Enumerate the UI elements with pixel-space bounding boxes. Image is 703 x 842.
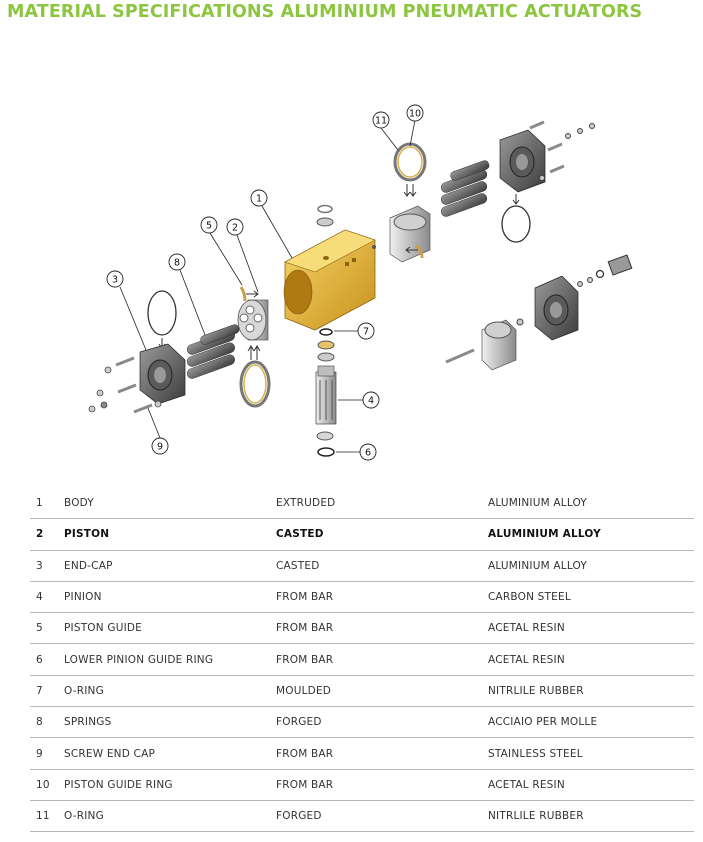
material-spec-table: 1 BODY EXTRUDED ALUMINIUM ALLOY 2 PISTON…	[30, 488, 694, 833]
process: MOULDED	[276, 684, 332, 697]
material: STAINLESS STEEL	[488, 747, 583, 760]
material: ALUMINIUM ALLOY	[488, 528, 601, 541]
part-name: PISTON GUIDE	[64, 622, 143, 635]
process: FORGED	[276, 716, 322, 729]
svg-text:11: 11	[375, 116, 387, 127]
springs-left	[186, 324, 240, 379]
table-row: 6 LOWER PINION GUIDE RING FROM BAR ACETA…	[30, 644, 694, 676]
callout-8: 8	[168, 253, 186, 271]
process: CASTED	[276, 528, 324, 541]
actuator-body	[283, 229, 376, 331]
material: ACETAL RESIN	[488, 622, 565, 635]
table-row: 5 PISTON GUIDE FROM BAR ACETAL RESIN	[30, 613, 694, 645]
part-name: END-CAP	[64, 559, 113, 572]
table-row: 9 SCREW END CAP FROM BAR STAINLESS STEEL	[30, 738, 694, 770]
callout-10: 10	[406, 104, 424, 122]
material: ALUMINIUM ALLOY	[488, 559, 587, 572]
right-piston	[389, 205, 431, 263]
process: FROM BAR	[276, 747, 334, 760]
part-name: PISTON	[64, 528, 110, 541]
part-name: PINION	[64, 591, 102, 604]
pinion	[315, 328, 337, 457]
material: CARBON STEEL	[488, 591, 571, 604]
table-row: 3 END-CAP CASTED ALUMINIUM ALLOY	[30, 551, 694, 582]
process: EXTRUDED	[276, 497, 336, 510]
row-number: 9	[36, 747, 43, 760]
material: ACCIAIO PER MOLLE	[488, 716, 598, 729]
svg-text:7: 7	[363, 327, 369, 338]
table-row: 10 PISTON GUIDE RING FROM BAR ACETAL RES…	[30, 770, 694, 801]
callout-9: 9	[151, 437, 169, 455]
callout-6: 6	[359, 443, 377, 461]
material: NITRLILE RUBBER	[488, 810, 584, 823]
material: ALUMINIUM ALLOY	[488, 497, 587, 510]
end-cap-left	[139, 343, 186, 405]
piston-guide-ring-left	[239, 345, 271, 408]
part-name: LOWER PINION GUIDE RING	[64, 653, 214, 666]
svg-text:4: 4	[368, 396, 374, 407]
part-name: PISTON GUIDE RING	[64, 778, 173, 791]
table-row: 2 PISTON CASTED ALUMINIUM ALLOY	[30, 519, 694, 551]
springs-right	[440, 160, 490, 217]
row-number: 7	[36, 684, 43, 697]
table-row: 11 O-RING FORGED NITRLILE RUBBER	[30, 801, 694, 833]
row-number: 2	[36, 528, 44, 541]
process: FROM BAR	[276, 778, 334, 791]
callout-5: 5	[200, 216, 218, 234]
process: FORGED	[276, 810, 322, 823]
table-row: 7 O-RING MOULDED NITRLILE RUBBER	[30, 676, 694, 708]
part-name: BODY	[64, 497, 95, 510]
callout-2: 2	[226, 218, 244, 236]
material: ACETAL RESIN	[488, 778, 565, 791]
process: FROM BAR	[276, 591, 334, 604]
row-number: 10	[36, 778, 50, 791]
exploded-view-diagram: 1 2 3 4 5 6 7 8 9 10 11	[88, 104, 633, 461]
process: CASTED	[276, 559, 320, 572]
row-number: 1	[36, 497, 43, 510]
svg-text:6: 6	[365, 448, 371, 459]
callout-4: 4	[362, 391, 380, 409]
left-piston	[237, 299, 269, 341]
row-number: 11	[36, 810, 50, 823]
row-number: 8	[36, 716, 43, 729]
part-name: O-RING	[64, 684, 104, 697]
top-rings	[316, 204, 334, 227]
page-title: MATERIAL SPECIFICATIONS ALUMINIUM PNEUMA…	[7, 2, 643, 22]
table-row: 8 SPRINGS FORGED ACCIAIO PER MOLLE	[30, 707, 694, 739]
row-number: 4	[36, 591, 43, 604]
svg-text:2: 2	[232, 223, 238, 234]
callout-11: 11	[372, 111, 390, 129]
part-name: O-RING	[64, 810, 104, 823]
callout-1: 1	[250, 189, 268, 207]
part-name: SPRINGS	[64, 716, 112, 729]
piston-guide-ring-right	[393, 142, 427, 197]
svg-text:9: 9	[157, 442, 163, 453]
process: FROM BAR	[276, 653, 334, 666]
callout-7: 7	[357, 322, 375, 340]
svg-text:10: 10	[409, 109, 421, 120]
o-ring-left	[147, 290, 177, 336]
callout-3: 3	[106, 270, 124, 288]
row-number: 5	[36, 622, 43, 635]
row-number: 3	[36, 559, 43, 572]
table-row: 1 BODY EXTRUDED ALUMINIUM ALLOY	[30, 488, 694, 520]
end-cap-right-top	[499, 129, 546, 243]
svg-text:1: 1	[256, 194, 262, 205]
callout-leaders	[119, 119, 416, 453]
table-row: 4 PINION FROM BAR CARBON STEEL	[30, 582, 694, 614]
piston-guide-left	[239, 286, 259, 302]
process: FROM BAR	[276, 622, 334, 635]
bolts-right-top	[529, 120, 595, 181]
material: ACETAL RESIN	[488, 653, 565, 666]
svg-text:5: 5	[206, 221, 212, 232]
end-cap-right-bottom	[445, 254, 633, 371]
row-number: 6	[36, 653, 43, 666]
svg-text:8: 8	[174, 258, 180, 269]
material: NITRLILE RUBBER	[488, 684, 584, 697]
part-name: SCREW END CAP	[64, 747, 156, 760]
bolts-left	[88, 356, 162, 414]
svg-text:3: 3	[112, 275, 118, 286]
